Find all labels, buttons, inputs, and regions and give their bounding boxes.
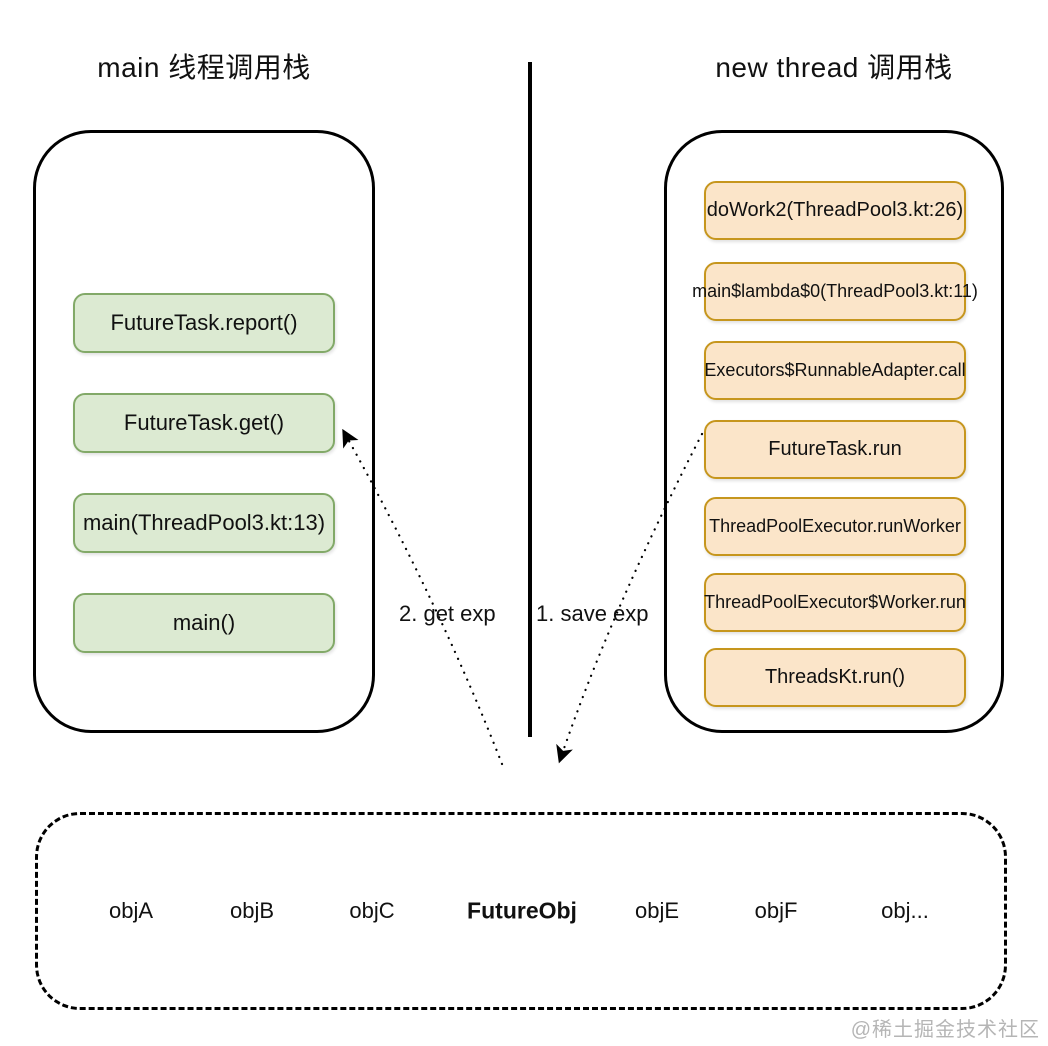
heap-object: objC — [349, 898, 395, 923]
heap-object: objA — [108, 898, 154, 923]
stack-frame-futuretask-get: FutureTask.get() — [73, 393, 335, 453]
right-stack-title: new thread 调用栈 — [715, 52, 953, 83]
left-stack-title: main 线程调用栈 — [97, 52, 311, 83]
heap-box: objA objB objC FutureObj objE objF obj..… — [35, 812, 1007, 1010]
main-thread-stack-container: FutureTask.report() FutureTask.get() mai… — [33, 130, 375, 733]
stack-frame-futuretask-run: FutureTask.run — [704, 420, 966, 479]
save-exp-label: 1. save exp — [536, 601, 649, 626]
watermark: @稀土掘金技术社区 — [850, 1019, 1040, 1041]
stack-frame-futuretask-report: FutureTask.report() — [73, 293, 335, 353]
heap-object: objE — [634, 898, 680, 923]
stack-frame-runnableadapter-call: Executors$RunnableAdapter.call — [704, 341, 966, 400]
stack-frame-main-lambda: main$lambda$0(ThreadPool3.kt:11) — [692, 262, 978, 321]
stack-frame-main-threadpool3: main(ThreadPool3.kt:13) — [73, 493, 335, 553]
new-thread-stack-container: doWork2(ThreadPool3.kt:26) main$lambda$0… — [664, 130, 1004, 733]
stack-frame-runworker: ThreadPoolExecutor.runWorker — [704, 497, 966, 556]
stack-frame-main: main() — [73, 593, 335, 653]
divider-line — [528, 62, 532, 737]
stack-frame-worker-run: ThreadPoolExecutor$Worker.run — [704, 573, 966, 632]
stack-frame-threadskt-run: ThreadsKt.run() — [704, 648, 966, 707]
get-exp-label: 2. get exp — [399, 601, 496, 626]
heap-object-futureobj: FutureObj — [467, 897, 577, 924]
stack-frame-dowork2: doWork2(ThreadPool3.kt:26) — [704, 181, 966, 240]
heap-object: objF — [754, 898, 798, 923]
heap-object: objB — [229, 898, 275, 923]
heap-object: obj... — [881, 898, 929, 923]
